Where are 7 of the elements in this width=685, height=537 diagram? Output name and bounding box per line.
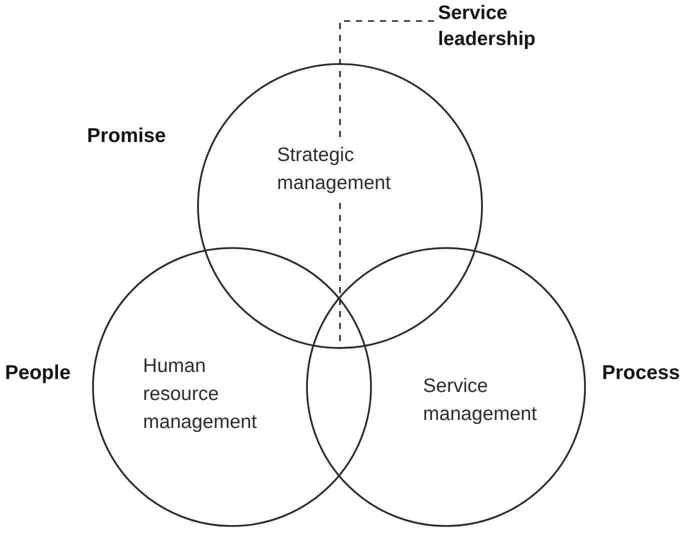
venn-circle: [306, 247, 586, 527]
set-label: Promise: [87, 124, 166, 148]
venn-circle: [197, 63, 483, 349]
set-label: People: [5, 361, 71, 385]
set-label: Process: [602, 361, 680, 385]
venn-circle: [92, 247, 372, 527]
circle-label: Strategic management: [277, 141, 391, 197]
